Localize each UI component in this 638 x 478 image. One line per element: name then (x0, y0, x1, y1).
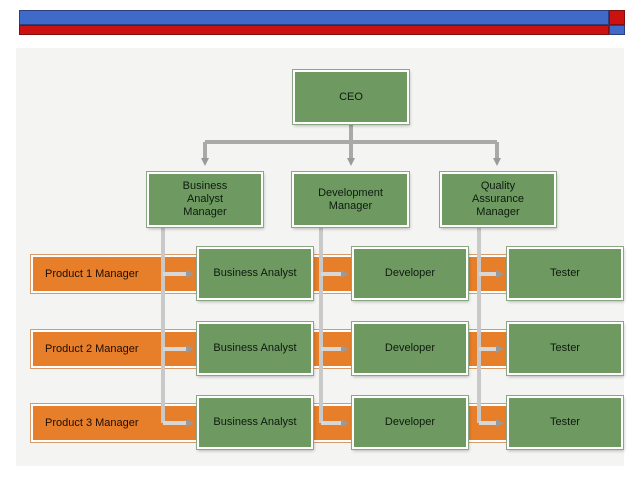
dev-manager-box: Development Manager (291, 171, 410, 228)
product-3-manager-label: Product 3 Manager (45, 416, 139, 429)
title-bar-red (19, 25, 609, 35)
title-bar-blue (19, 10, 609, 25)
business-analyst-label: Business Analyst (213, 267, 297, 279)
business-analyst-box-2: Business Analyst (196, 321, 314, 376)
business-analyst-box-3: Business Analyst (196, 395, 314, 450)
developer-label: Developer (384, 342, 436, 354)
qa-manager-label: Quality Assurance Manager (472, 180, 524, 218)
tester-label: Tester (550, 267, 580, 279)
product-1-manager-label: Product 1 Manager (45, 267, 139, 280)
corner-square-red (609, 10, 625, 25)
developer-box-3: Developer (351, 395, 469, 450)
corner-square-blue (609, 25, 625, 35)
tester-box-2: Tester (506, 321, 624, 376)
developer-box-2: Developer (351, 321, 469, 376)
product-2-manager-label: Product 2 Manager (45, 342, 139, 355)
ceo-label: CEO (339, 90, 363, 103)
tester-box-3: Tester (506, 395, 624, 450)
ba-manager-label: Business Analyst Manager (182, 180, 228, 218)
developer-box-1: Developer (351, 246, 469, 301)
business-analyst-label: Business Analyst (213, 342, 297, 354)
dev-manager-label: Development Manager (318, 186, 383, 212)
ba-manager-box: Business Analyst Manager (146, 171, 264, 228)
developer-label: Developer (384, 416, 436, 428)
tester-label: Tester (550, 416, 580, 428)
business-analyst-box-1: Business Analyst (196, 246, 314, 301)
ceo-box: CEO (292, 69, 410, 125)
tester-box-1: Tester (506, 246, 624, 301)
tester-label: Tester (550, 342, 580, 354)
developer-label: Developer (384, 267, 436, 279)
qa-manager-box: Quality Assurance Manager (439, 171, 557, 228)
business-analyst-label: Business Analyst (213, 416, 297, 428)
